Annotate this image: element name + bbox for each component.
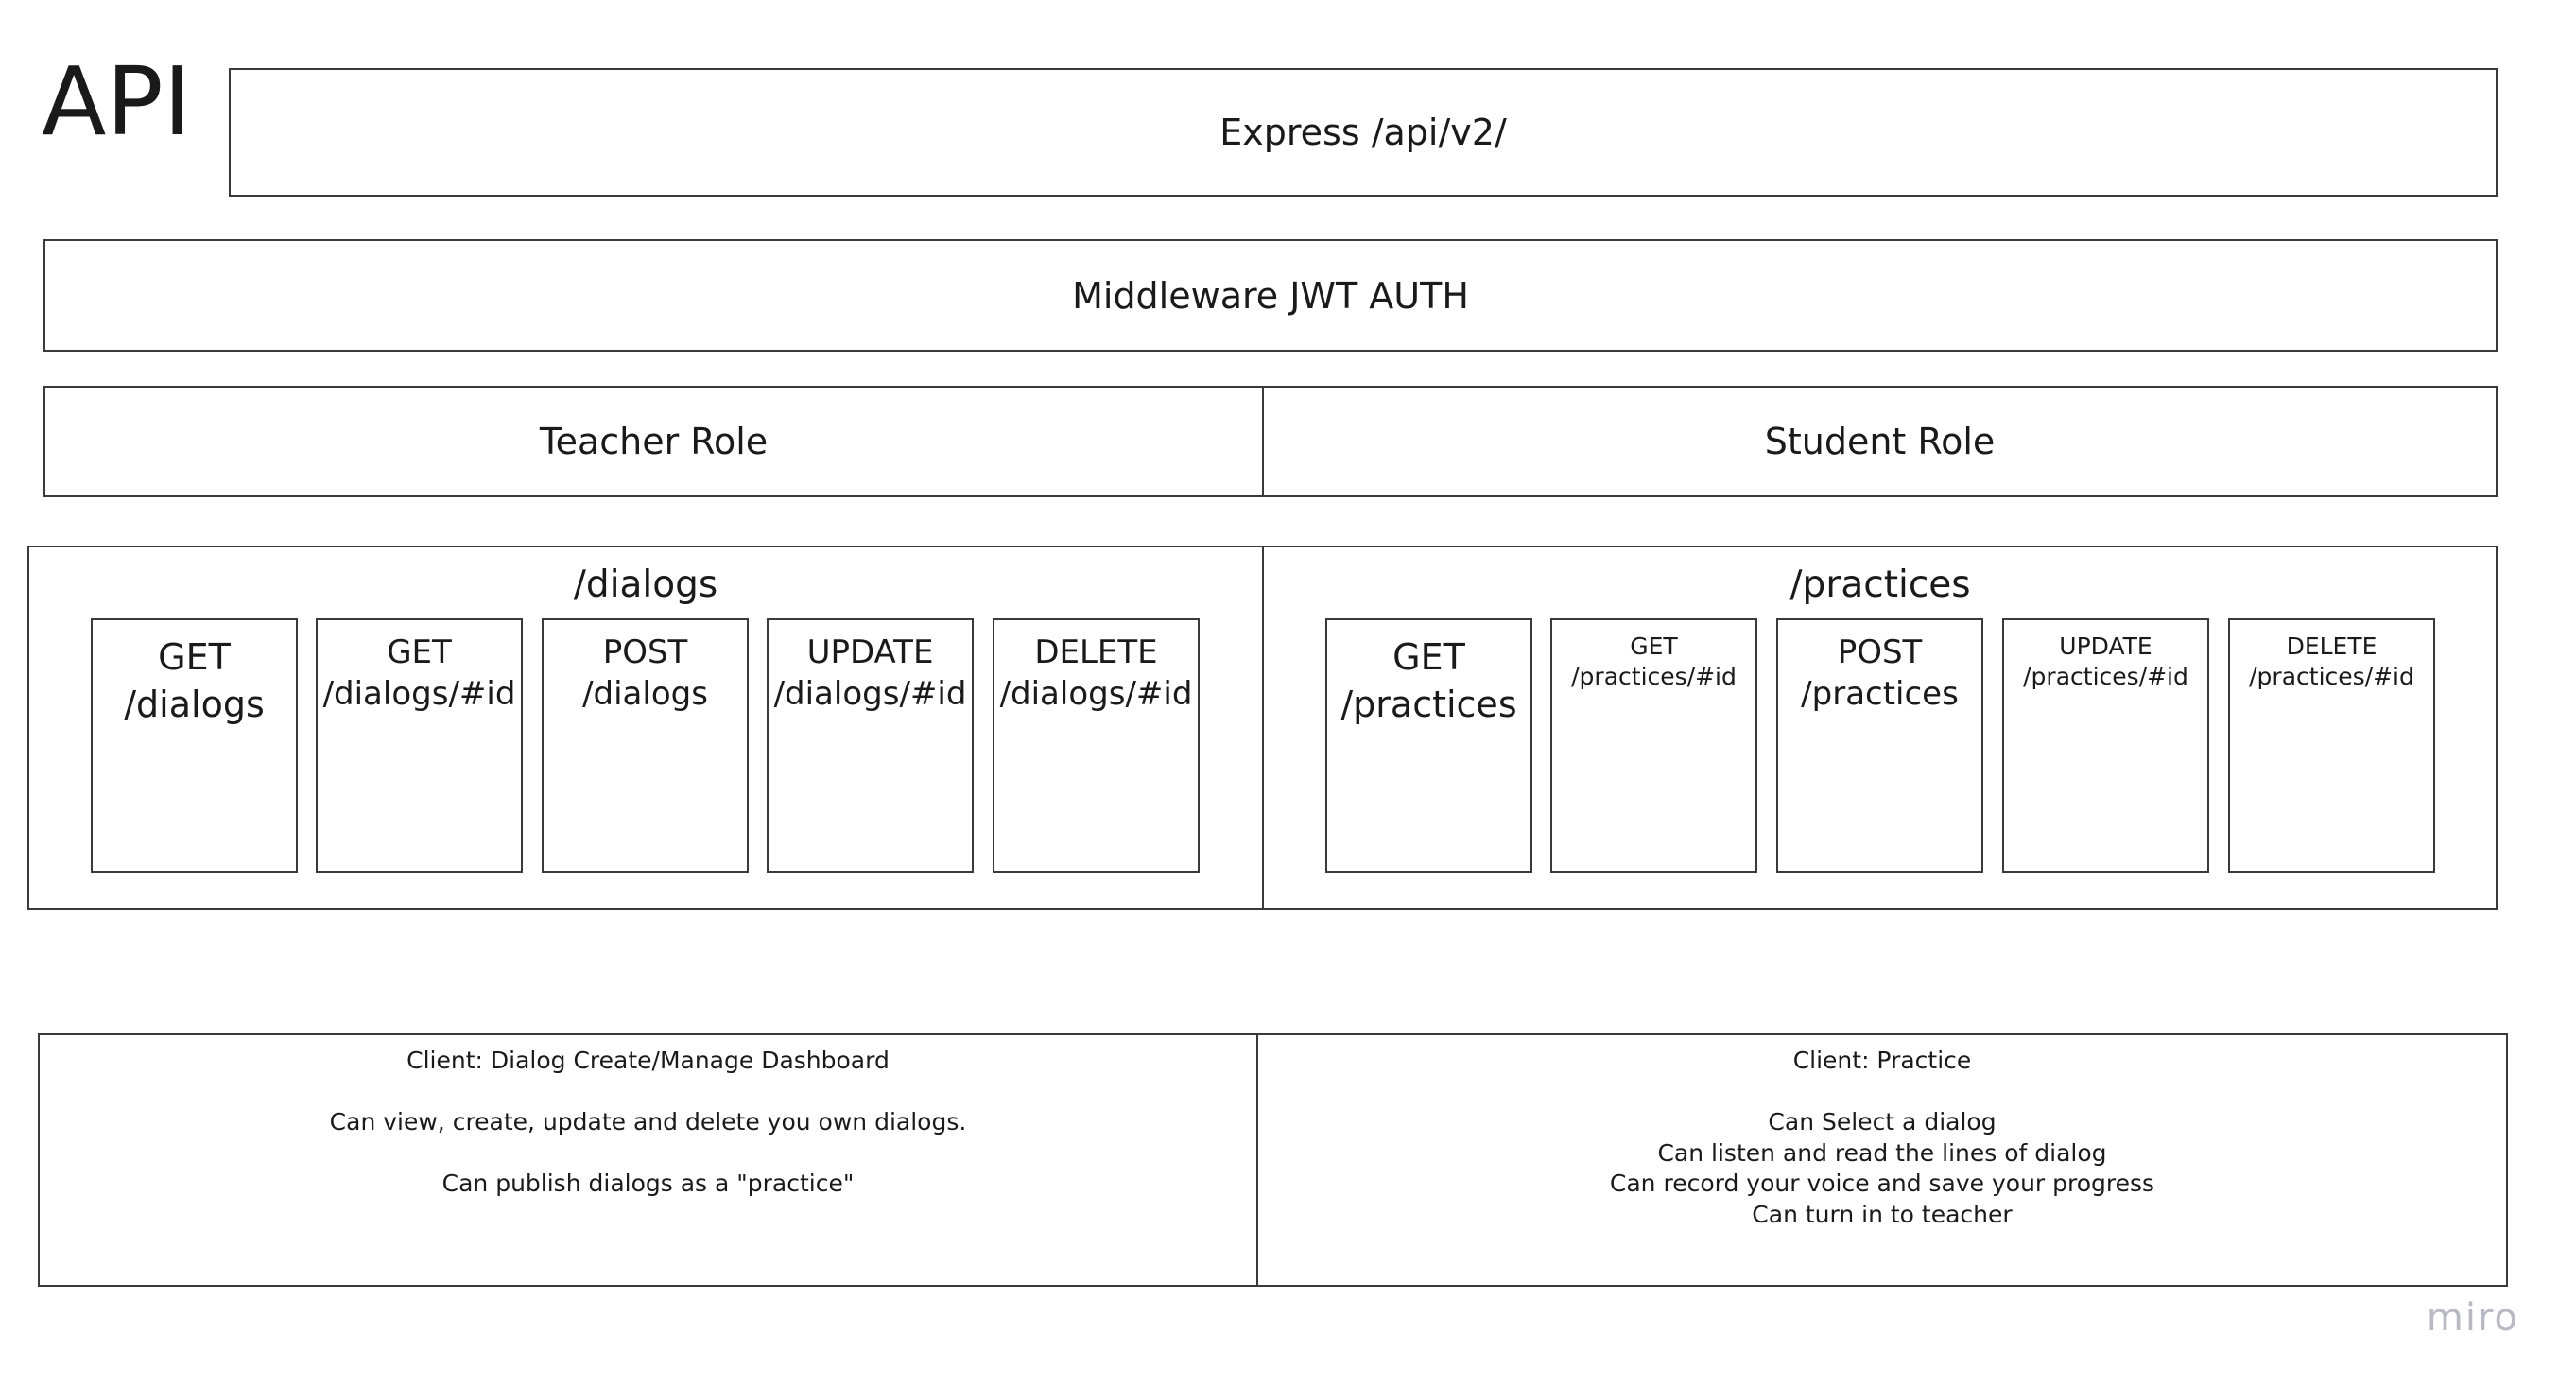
student-client-title: Client: Practice: [1792, 1047, 1972, 1074]
endpoint-get-dialog-by-id: GET /dialogs/#id: [316, 618, 523, 873]
student-role-label: Student Role: [1764, 421, 1996, 462]
endpoint-method: POST: [1837, 633, 1923, 671]
teacher-client-line: Can view, create, update and delete you …: [329, 1108, 967, 1136]
endpoint-path: /dialogs/#id: [999, 675, 1193, 713]
endpoint-post-dialogs: POST /dialogs: [542, 618, 749, 873]
endpoint-path: /dialogs: [124, 684, 265, 725]
dialogs-group-title: /dialogs: [573, 563, 718, 606]
endpoint-get-dialogs: GET /dialogs: [91, 618, 298, 873]
endpoint-method: POST: [602, 633, 688, 671]
endpoint-method: GET: [1392, 636, 1465, 678]
student-client-line: Can Select a dialog: [1768, 1108, 1997, 1136]
endpoint-path: /dialogs: [582, 675, 708, 713]
teacher-client-line: Can publish dialogs as a "practice": [441, 1170, 855, 1197]
endpoint-method: GET: [1630, 633, 1678, 660]
endpoint-get-practice-by-id: GET /practices/#id: [1550, 618, 1757, 873]
endpoint-path: /dialogs/#id: [773, 675, 967, 713]
endpoint-method: UPDATE: [806, 633, 934, 671]
student-role-box: Student Role: [1262, 386, 2498, 497]
student-client-line: Can record your voice and save your prog…: [1609, 1170, 2155, 1197]
endpoint-path: /practices: [1340, 684, 1517, 725]
endpoint-path: /practices/#id: [2249, 663, 2414, 690]
endpoint-method: GET: [387, 633, 452, 671]
teacher-role-box: Teacher Role: [43, 386, 1264, 497]
endpoint-method: GET: [158, 636, 231, 678]
teacher-client-title: Client: Dialog Create/Manage Dashboard: [406, 1047, 890, 1074]
endpoint-update-practice: UPDATE /practices/#id: [2002, 618, 2209, 873]
teacher-client-text: Client: Dialog Create/Manage Dashboard C…: [38, 1046, 1258, 1200]
student-client-line: Can listen and read the lines of dialog: [1657, 1138, 2107, 1167]
endpoint-delete-dialog: DELETE /dialogs/#id: [993, 618, 1200, 873]
express-label: Express /api/v2/: [1219, 112, 1507, 153]
teacher-role-label: Teacher Role: [539, 421, 769, 462]
student-client-text: Client: Practice Can Select a dialog Can…: [1256, 1046, 2508, 1230]
student-client-line: Can turn in to teacher: [1752, 1200, 2013, 1228]
endpoint-path: /dialogs/#id: [322, 675, 516, 713]
endpoint-post-practices: POST /practices: [1776, 618, 1983, 873]
miro-watermark: miro: [2426, 1296, 2519, 1340]
endpoint-method: DELETE: [2286, 633, 2377, 660]
practices-group-title: /practices: [1789, 563, 1971, 606]
endpoint-get-practices: GET /practices: [1325, 618, 1532, 873]
endpoint-delete-practice: DELETE /practices/#id: [2228, 618, 2435, 873]
endpoint-method: DELETE: [1034, 633, 1158, 671]
endpoint-path: /practices: [1801, 675, 1959, 713]
student-client-box: [1256, 1033, 2508, 1287]
middleware-label: Middleware JWT AUTH: [1072, 274, 1469, 317]
endpoint-update-dialog: UPDATE /dialogs/#id: [767, 618, 974, 873]
express-box: Express /api/v2/: [229, 68, 2498, 197]
endpoint-path: /practices/#id: [1571, 663, 1737, 690]
teacher-client-box: [38, 1033, 1258, 1287]
middleware-box: Middleware JWT AUTH: [43, 239, 2498, 352]
page-title: API: [42, 46, 192, 157]
endpoint-path: /practices/#id: [2023, 663, 2188, 690]
endpoint-method: UPDATE: [2059, 633, 2152, 660]
